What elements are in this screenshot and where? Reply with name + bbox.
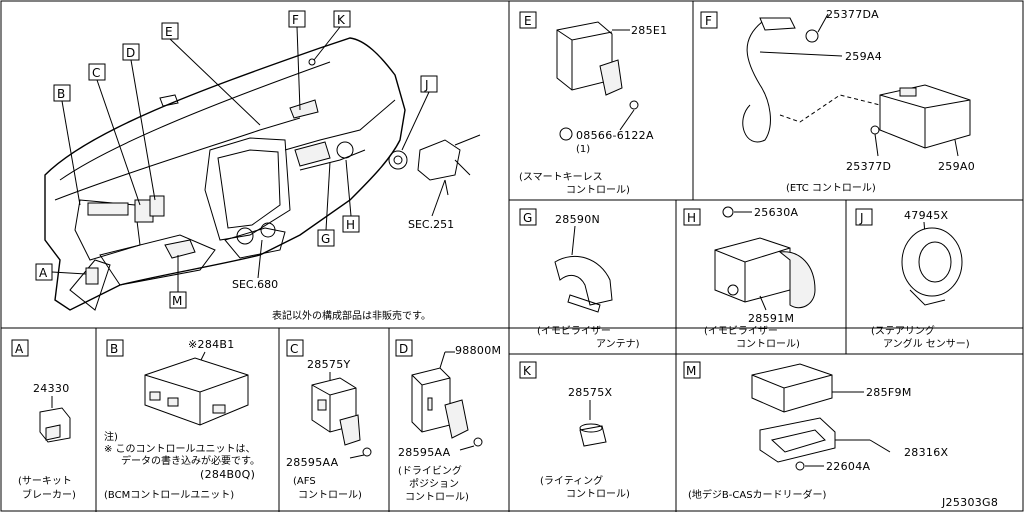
svg-text:(ライティング: (ライティング — [540, 474, 603, 487]
svg-text:A: A — [15, 342, 24, 356]
panel-K: K 28575X (ライティング コントロール) — [519, 361, 630, 500]
panel-B: B ※284B1 注) ※ このコントロールユニットは、 データの書き込みが必要… — [104, 338, 260, 501]
svg-text:注): 注) — [104, 430, 118, 443]
callout-J[interactable]: J — [401, 75, 438, 151]
svg-text:M: M — [686, 364, 696, 378]
svg-text:G: G — [321, 232, 330, 246]
panel-D: D 98800M 28595AA (ドライビング ポジション コントロール) — [395, 339, 501, 503]
svg-text:(ドライビング: (ドライビング — [398, 464, 462, 477]
callout-A[interactable]: A — [35, 263, 87, 281]
svg-text:(284B0Q): (284B0Q) — [200, 468, 255, 481]
svg-text:H: H — [687, 211, 696, 225]
svg-text:K: K — [337, 13, 346, 27]
pn-28575X: 28575X — [568, 386, 612, 399]
svg-text:J: J — [859, 211, 864, 225]
svg-text:(地デジB-CASカードリーダー): (地デジB-CASカードリーダー) — [688, 488, 827, 501]
callout-E[interactable]: E — [161, 22, 261, 126]
svg-text:ブレーカー): ブレーカー) — [22, 488, 76, 501]
svg-text:データの書き込みが必要です。: データの書き込みが必要です。 — [121, 454, 260, 467]
svg-text:(スマートキーレス: (スマートキーレス — [519, 172, 603, 183]
svg-text:(BCMコントロールユニット): (BCMコントロールユニット) — [104, 490, 234, 501]
svg-text:C: C — [290, 342, 298, 356]
svg-text:C: C — [92, 66, 100, 80]
pn-285E1: 285E1 — [631, 24, 667, 37]
pn-08566-6122A: 08566-6122A — [576, 129, 654, 142]
panel-G: G 28590N (イモビライザー アンテナ) — [519, 208, 640, 350]
svg-text:(イモビライザー: (イモビライザー — [704, 325, 778, 337]
callout-G[interactable]: G — [317, 161, 335, 247]
svg-text:F: F — [292, 13, 299, 27]
svg-text:H: H — [346, 218, 355, 232]
svg-text:コントロール): コントロール) — [298, 490, 362, 501]
pn-259A4: 259A4 — [845, 50, 882, 63]
pn-25630A: 25630A — [754, 206, 798, 219]
pn-285F9M: 285F9M — [866, 386, 912, 399]
panel-F: F 25377DA 259A4 25377D 259A0 (ETC コントロール… — [700, 8, 975, 194]
svg-text:コントロール): コントロール) — [405, 492, 469, 503]
pn-259A0: 259A0 — [938, 160, 975, 173]
panel-J: J 47945X (ステアリング アングル センサー) — [855, 208, 970, 350]
svg-text:コントロール): コントロール) — [566, 185, 630, 196]
svg-text:B: B — [110, 342, 118, 356]
pn-284B1: ※284B1 — [188, 338, 235, 351]
pn-28595AA-D: 28595AA — [398, 446, 451, 459]
svg-text:M: M — [172, 294, 182, 308]
pn-47945X: 47945X — [904, 209, 948, 222]
pn-98800M: 98800M — [455, 344, 501, 357]
svg-text:E: E — [165, 25, 173, 39]
pn-24330: 24330 — [33, 382, 70, 395]
svg-text:D: D — [399, 342, 408, 356]
svg-text:アンテナ): アンテナ) — [596, 338, 640, 350]
panel-C: C 28575Y 28595AA (AFS コントロール) — [286, 339, 372, 501]
pn-25377D: 25377D — [846, 160, 891, 173]
svg-text:G: G — [523, 211, 532, 225]
pn-28591M: 28591M — [748, 312, 794, 325]
panel-E: E 285E1 08566-6122A (1) (スマートキーレス コントロール… — [519, 11, 667, 196]
svg-text:K: K — [523, 364, 532, 378]
callout-B[interactable]: B — [53, 84, 81, 206]
pn-28575Y: 28575Y — [307, 358, 351, 371]
callout-H[interactable]: H — [342, 159, 360, 233]
drawing-id: J25303G8 — [941, 496, 998, 509]
panel-H: H 25630A 28591M (イモビライザー コントロール) — [683, 206, 816, 350]
svg-text:(サーキット: (サーキット — [18, 475, 72, 487]
svg-text:J: J — [424, 78, 429, 92]
pn-28316X: 28316X — [904, 446, 948, 459]
sec-680-label: SEC.680 — [232, 278, 278, 291]
dashboard-overview: B C D E F K J H G M A SEC.680 SEC.251 表記… — [35, 10, 481, 322]
pn-28595AA-C: 28595AA — [286, 456, 339, 469]
callout-F[interactable]: F — [288, 10, 306, 111]
svg-text:B: B — [57, 87, 65, 101]
svg-text:アングル センサー): アングル センサー) — [883, 337, 970, 350]
callout-M[interactable]: M — [169, 255, 187, 309]
svg-text:(1): (1) — [576, 144, 590, 155]
svg-text:E: E — [524, 14, 532, 28]
callout-D[interactable]: D — [122, 43, 156, 201]
svg-text:コントロール): コントロール) — [566, 489, 630, 500]
panel-M: M 285F9M 28316X 22604A (地デジB-CASカードリーダー) — [683, 361, 948, 501]
callout-C[interactable]: C — [88, 63, 141, 206]
svg-text:F: F — [705, 14, 712, 28]
svg-text:ポジション: ポジション — [409, 478, 459, 490]
panel-A: A 24330 (サーキット ブレーカー) — [11, 339, 76, 501]
pn-22604A: 22604A — [826, 460, 870, 473]
svg-text:コントロール): コントロール) — [736, 339, 800, 350]
svg-text:(イモビライザー: (イモビライザー — [537, 325, 611, 337]
pn-28590N: 28590N — [555, 213, 600, 226]
non-sale-note: 表記以外の構成部品は非販売です。 — [272, 309, 431, 322]
svg-text:※ このコントロールユニットは、: ※ このコントロールユニットは、 — [104, 443, 256, 455]
svg-text:(ETC コントロール): (ETC コントロール) — [786, 183, 876, 194]
sec-251-label: SEC.251 — [408, 218, 454, 231]
svg-text:(ステアリング: (ステアリング — [871, 324, 935, 337]
callout-K[interactable]: K — [313, 10, 351, 61]
svg-text:A: A — [39, 266, 48, 280]
svg-text:(AFS: (AFS — [293, 476, 316, 487]
pn-25377DA: 25377DA — [826, 8, 879, 21]
svg-text:D: D — [126, 46, 135, 60]
